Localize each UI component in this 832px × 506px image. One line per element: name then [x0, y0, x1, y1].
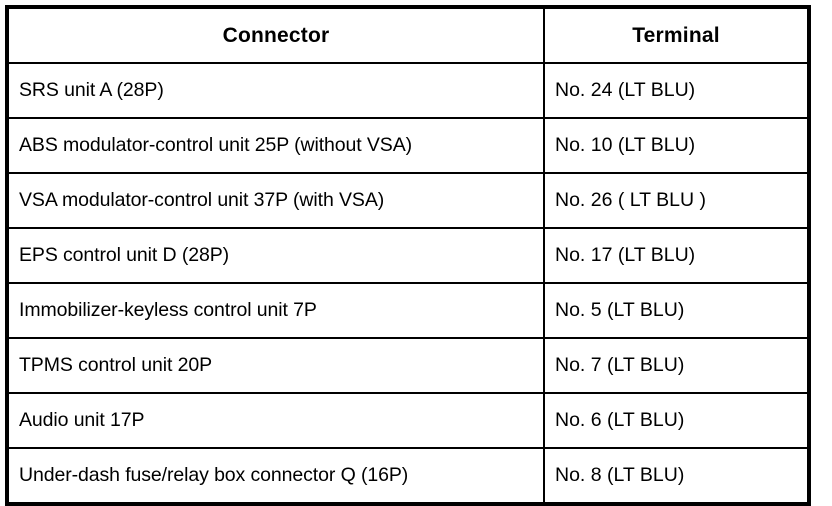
cell-connector: EPS control unit D (28P) — [6, 227, 545, 284]
cell-connector: Under-dash fuse/relay box connector Q (1… — [6, 447, 545, 505]
cell-terminal: No. 7 (LT BLU) — [543, 337, 810, 394]
table-header-row: Connector Terminal — [6, 6, 810, 64]
cell-connector: VSA modulator-control unit 37P (with VSA… — [6, 172, 545, 229]
table-row: TPMS control unit 20P No. 7 (LT BLU) — [6, 337, 810, 394]
column-header-terminal: Terminal — [543, 6, 810, 64]
cell-connector: ABS modulator-control unit 25P (without … — [6, 117, 545, 174]
spec-table-container: Connector Terminal SRS unit A (28P) No. … — [5, 5, 811, 506]
cell-connector: Immobilizer-keyless control unit 7P — [6, 282, 545, 339]
table-body: SRS unit A (28P) No. 24 (LT BLU) ABS mod… — [6, 62, 810, 505]
table-row: Audio unit 17P No. 6 (LT BLU) — [6, 392, 810, 449]
table-row: ABS modulator-control unit 25P (without … — [6, 117, 810, 174]
table-row: SRS unit A (28P) No. 24 (LT BLU) — [6, 62, 810, 119]
cell-connector: Audio unit 17P — [6, 392, 545, 449]
cell-terminal: No. 5 (LT BLU) — [543, 282, 810, 339]
cell-terminal: No. 17 (LT BLU) — [543, 227, 810, 284]
table-row: Under-dash fuse/relay box connector Q (1… — [6, 447, 810, 505]
table-row: VSA modulator-control unit 37P (with VSA… — [6, 172, 810, 229]
cell-connector: SRS unit A (28P) — [6, 62, 545, 119]
cell-terminal: No. 24 (LT BLU) — [543, 62, 810, 119]
cell-terminal: No. 26 ( LT BLU ) — [543, 172, 810, 229]
table-row: EPS control unit D (28P) No. 17 (LT BLU) — [6, 227, 810, 284]
cell-terminal: No. 8 (LT BLU) — [543, 447, 810, 505]
column-header-connector: Connector — [6, 6, 545, 64]
cell-connector: TPMS control unit 20P — [6, 337, 545, 394]
connector-terminal-table: Connector Terminal SRS unit A (28P) No. … — [5, 5, 811, 506]
table-row: Immobilizer-keyless control unit 7P No. … — [6, 282, 810, 339]
cell-terminal: No. 10 (LT BLU) — [543, 117, 810, 174]
table-header: Connector Terminal — [6, 6, 810, 64]
cell-terminal: No. 6 (LT BLU) — [543, 392, 810, 449]
